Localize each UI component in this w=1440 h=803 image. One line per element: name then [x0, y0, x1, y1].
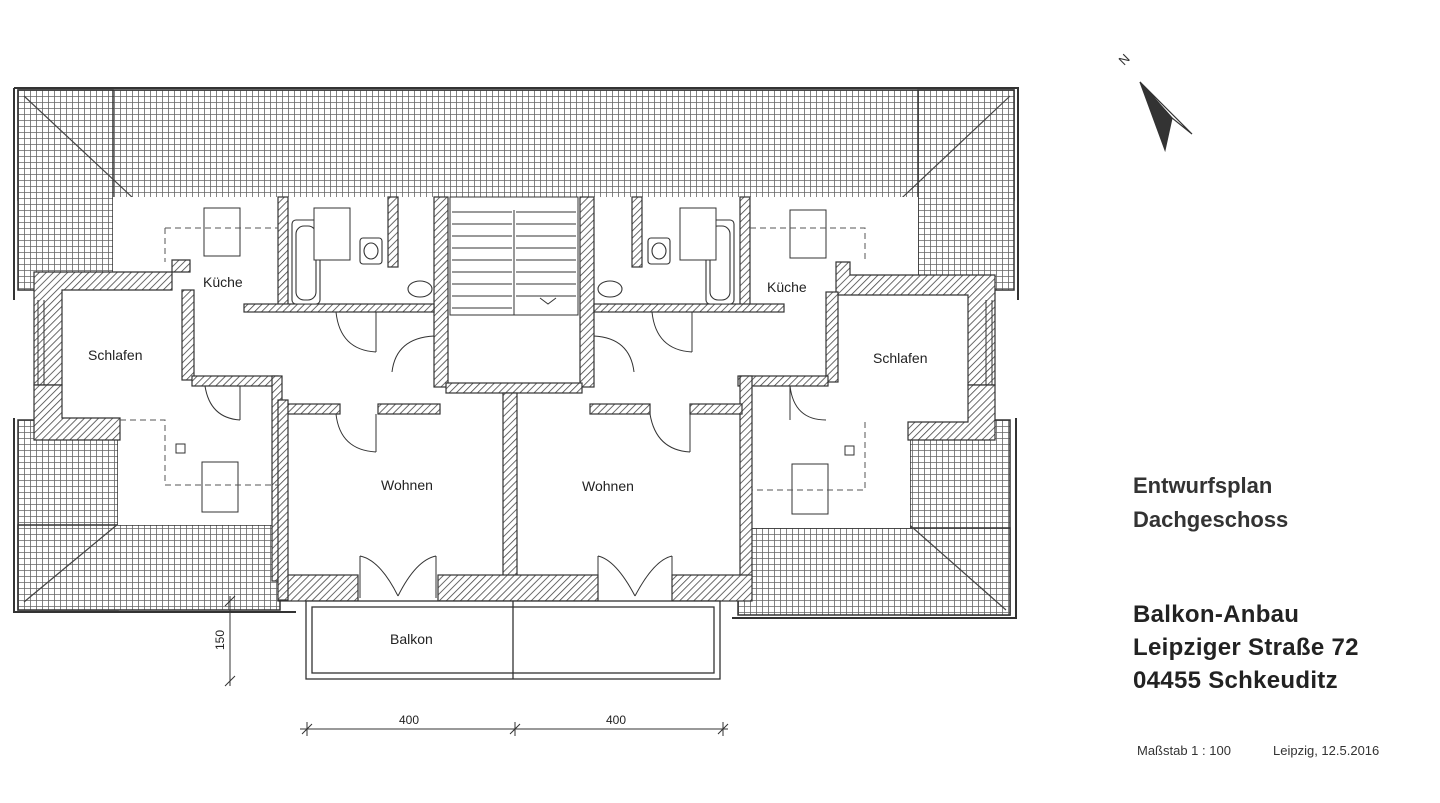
- dimension-balcony-depth: 150: [213, 630, 227, 650]
- staircase: [449, 196, 579, 316]
- room-label-living-right: Wohnen: [582, 478, 634, 494]
- place-date-label: Leipzig, 12.5.2016: [1273, 743, 1380, 758]
- walls: [33, 196, 996, 602]
- room-label-kitchen-right: Küche: [767, 279, 807, 295]
- plan-subtitle: Dachgeschoss: [1133, 507, 1289, 532]
- roof: [13, 87, 1019, 619]
- doors: [204, 311, 827, 598]
- project-title: Balkon-Anbau: [1133, 601, 1300, 628]
- plan-title: Entwurfsplan: [1133, 473, 1273, 498]
- windows: [37, 300, 993, 385]
- roof-windows: [175, 207, 855, 515]
- north-arrow-icon: N: [1116, 51, 1193, 153]
- balcony: [305, 600, 721, 680]
- project-city: 04455 Schkeuditz: [1133, 667, 1338, 694]
- dimension-lines: [224, 595, 729, 736]
- north-arrow-label: N: [1116, 51, 1133, 68]
- room-label-bedroom-right: Schlafen: [873, 350, 927, 366]
- room-label-kitchen-left: Küche: [203, 274, 243, 290]
- room-label-living-left: Wohnen: [381, 477, 433, 493]
- dimension-width-left: 400: [399, 713, 419, 727]
- room-label-balcony: Balkon: [390, 631, 433, 647]
- slope-lines: [120, 227, 866, 491]
- dimension-width-right: 400: [606, 713, 626, 727]
- project-street: Leipziger Straße 72: [1133, 634, 1359, 661]
- room-label-bedroom-left: Schlafen: [88, 347, 142, 363]
- scale-label: Maßstab 1 : 100: [1137, 743, 1231, 758]
